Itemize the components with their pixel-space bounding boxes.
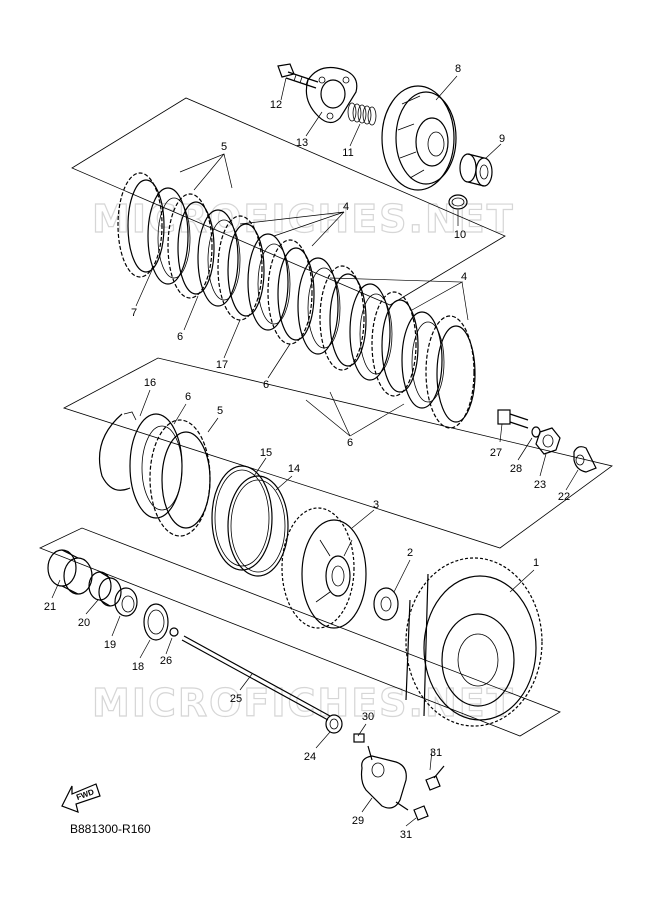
callout-6-b: 6 [263,379,269,391]
callout-8: 8 [455,63,461,75]
friction-plate-j [371,291,419,397]
callout-5-upper: 5 [221,141,227,153]
steel-plate-6-lower [129,413,183,519]
callout-6-a: 6 [177,331,183,343]
clutch-boss-3 [281,507,367,629]
bolt-31-lower [395,801,429,821]
steel-plate-e [247,233,291,331]
seat-plate-15 [211,465,273,571]
friction-plate-5-lower [149,419,211,537]
callout-29: 29 [352,815,364,827]
push-lever-29 [360,745,407,809]
callout-10: 10 [454,229,466,241]
callout-16: 16 [144,377,156,389]
clutch-plate-stack [117,172,476,429]
friction-plate-b [167,193,215,299]
callout-20: 20 [78,617,90,629]
clutch-housing-1 [405,557,543,727]
push-rod-25 [181,635,331,721]
circlip-10 [448,194,468,210]
callout-1: 1 [533,557,539,569]
frame-bottom-group [38,527,561,737]
bearing-19 [114,587,138,617]
steel-plate-c [197,209,241,307]
friction-plate-l [425,315,476,429]
callout-30: 30 [362,711,374,723]
callout-24: 24 [304,751,316,763]
callout-6-c: 6 [347,437,353,449]
callout-4-right: 4 [461,271,467,283]
bolt-12 [277,63,319,89]
callout-26: 26 [160,655,172,667]
callout-13: 13 [296,137,308,149]
washer-18 [143,603,169,641]
frame-middle-group [62,357,613,549]
fwd-arrow-icon: FWD [61,783,101,813]
callout-22: 22 [558,491,570,503]
bushing-20 [88,571,122,607]
leader-lines [51,75,579,827]
nut-23 [535,427,561,455]
callout-17: 17 [216,359,228,371]
pin-30 [353,733,365,743]
oil-seal-24 [325,714,343,734]
callout-4-upper: 4 [343,201,349,213]
callout-7: 7 [131,307,137,319]
reference-code: B881300-R160 [70,822,151,836]
callout-23: 23 [534,479,546,491]
callout-18: 18 [132,661,144,673]
bearing-9 [459,153,493,187]
callout-9: 9 [499,133,505,145]
callout-28: 28 [510,463,522,475]
callout-31-lower: 31 [400,829,412,841]
callout-14: 14 [288,463,300,475]
thrust-washer-2 [373,587,399,621]
callout-12: 12 [270,99,282,111]
callout-15: 15 [260,447,272,459]
retainer-plate-13 [305,67,358,124]
callout-2: 2 [407,547,413,559]
callout-5-lower: 5 [217,405,223,417]
callout-25: 25 [230,693,242,705]
bolt-31-upper [425,765,445,791]
callout-11: 11 [342,147,353,159]
wire-circlip-16 [98,411,137,491]
steel-plate-k [401,311,445,409]
friction-plate-f [267,239,315,345]
steel-plate-g [297,257,341,355]
ball-26 [169,627,179,637]
collar-21 [47,549,93,595]
pressure-plate-8 [381,85,457,191]
clutch-spring-11 [347,102,377,126]
callout-labels: 12 13 11 8 9 10 5 4 4 7 6 17 6 6 16 6 5 … [44,63,570,841]
cushion-ring-14 [227,475,289,577]
callout-3: 3 [373,499,379,511]
push-rod-27 [497,409,529,429]
callout-31-upper: 31 [430,747,442,759]
lock-washer-22 [573,446,597,473]
fwd-label: FWD [75,787,95,802]
steel-plate-i [349,283,393,381]
callout-19: 19 [104,639,116,651]
callout-21: 21 [44,601,56,613]
steel-plate-a [147,187,191,285]
friction-plate-h [319,265,367,371]
friction-plate-7 [117,172,165,278]
watermark-bottom: MICROFICHES.NET [92,681,515,725]
callout-27: 27 [490,447,502,459]
callout-6-d: 6 [185,391,191,403]
